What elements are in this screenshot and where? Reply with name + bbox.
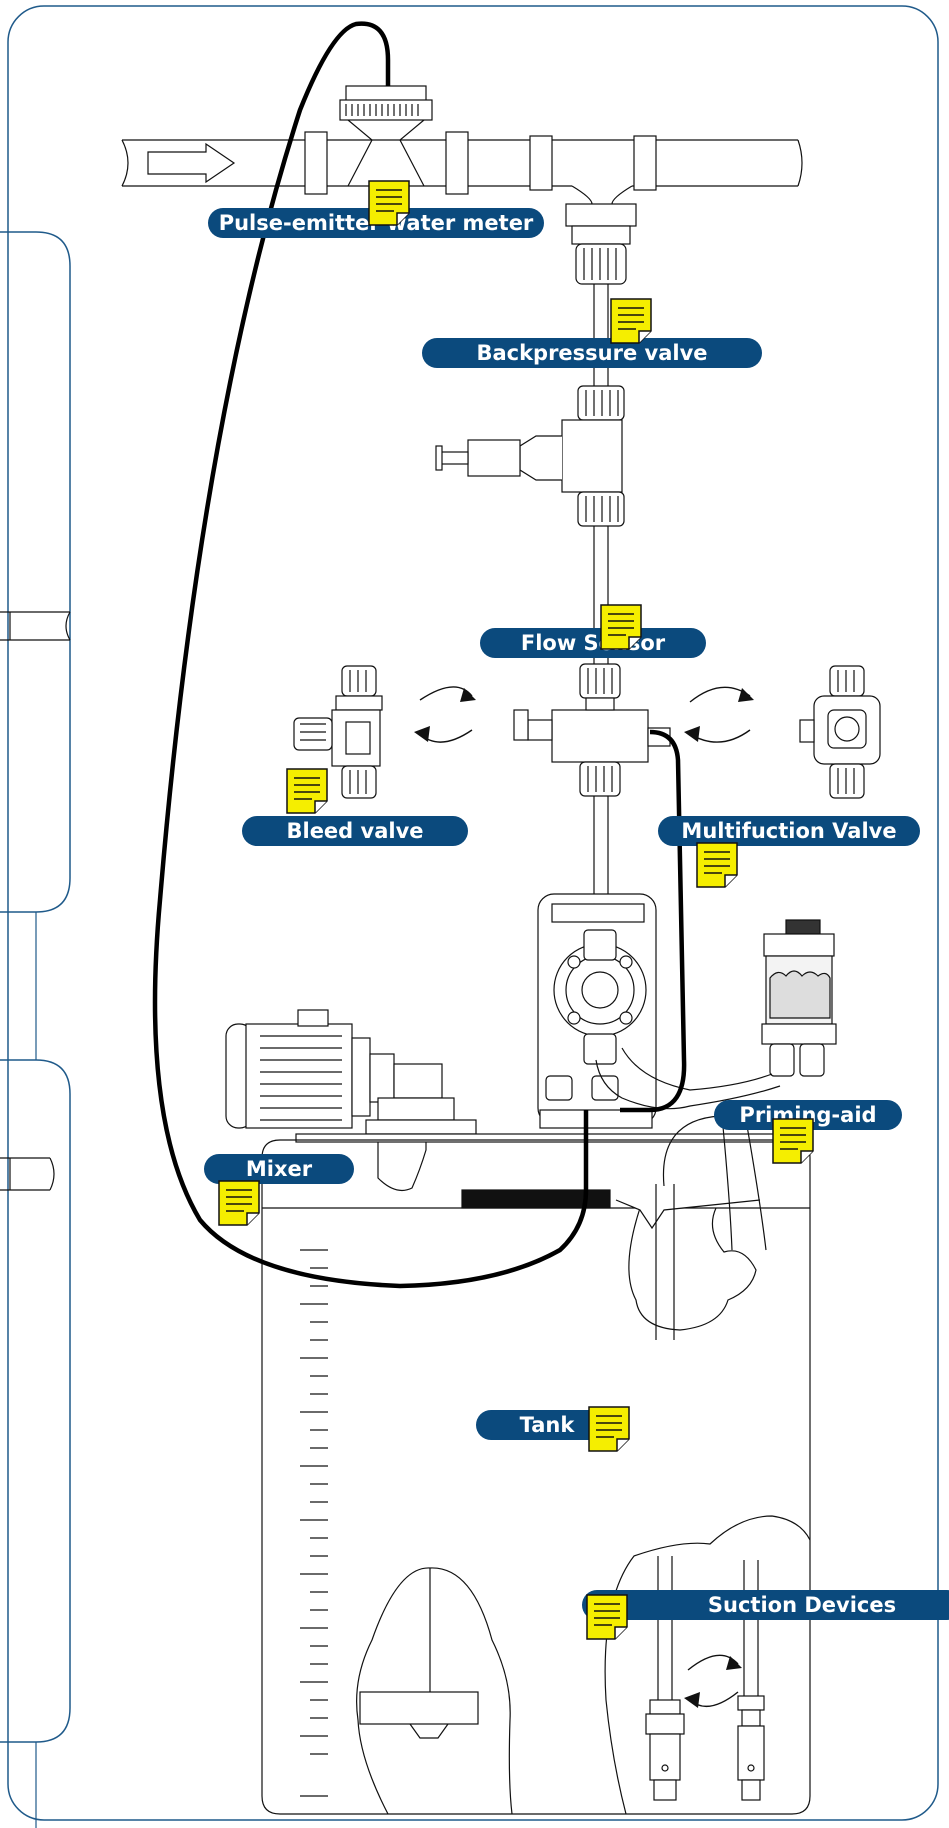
note-icon-priming-aid[interactable] (772, 1118, 814, 1164)
dosing-pump-drawing (538, 894, 656, 1128)
label-bleed-valve[interactable]: Bleed valve (242, 816, 468, 846)
side-panel-upper (0, 232, 70, 912)
label-backpressure-valve[interactable]: Backpressure valve (422, 338, 762, 368)
tank-drawing (262, 1140, 810, 1814)
main-pipe (122, 86, 802, 284)
label-suction-devices[interactable]: Suction Devices (582, 1590, 949, 1620)
note-icon-tank[interactable] (588, 1406, 630, 1452)
note-icon-suction-devices[interactable] (586, 1594, 628, 1640)
note-icon-backpressure-valve[interactable] (610, 298, 652, 344)
multifunction-valve-drawing (800, 666, 880, 798)
note-icon-mixer[interactable] (218, 1180, 260, 1226)
priming-aid-drawing (762, 920, 836, 1076)
note-icon-flow-sensor[interactable] (600, 604, 642, 650)
main-frame (8, 6, 938, 1820)
note-icon-water-meter[interactable] (368, 180, 410, 226)
label-flow-sensor[interactable]: Flow Sensor (480, 628, 706, 658)
note-icon-multifunction-valve[interactable] (696, 842, 738, 888)
note-icon-bleed-valve[interactable] (286, 768, 328, 814)
